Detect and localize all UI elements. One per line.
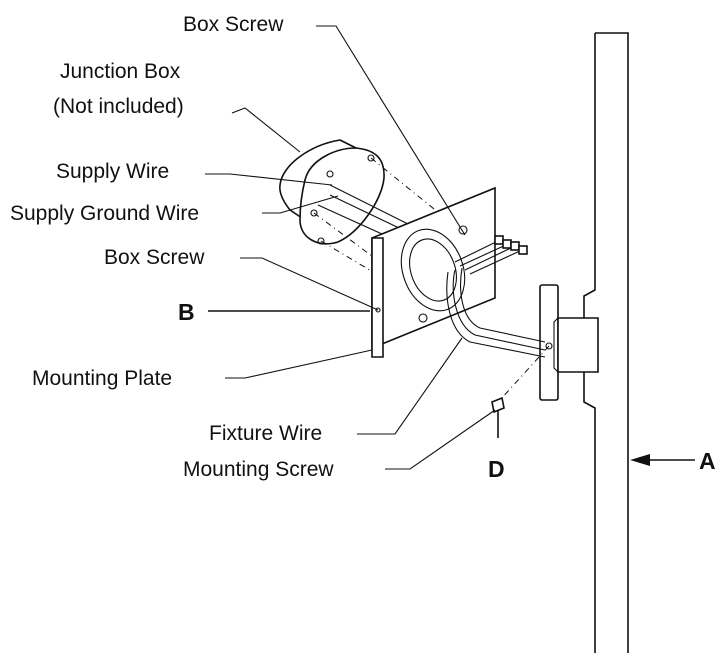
label-junction-box: Junction Box	[60, 60, 181, 83]
label-fixture-wire: Fixture Wire	[209, 422, 322, 445]
label-d: D	[488, 456, 505, 482]
label-b: B	[178, 299, 195, 325]
label-junction-box-note: (Not included)	[53, 95, 184, 118]
label-box-screw-side: Box Screw	[104, 246, 205, 269]
fixture-wires	[446, 235, 546, 358]
fixture-base	[539, 284, 599, 401]
mounting-screw	[491, 396, 505, 438]
label-a: A	[699, 448, 715, 474]
label-mounting-plate: Mounting Plate	[32, 367, 172, 390]
leader-lines	[205, 25, 695, 470]
junction-box	[279, 139, 385, 245]
label-supply-ground-wire: Supply Ground Wire	[10, 202, 199, 225]
label-supply-wire: Supply Wire	[56, 160, 169, 183]
mounting-plate	[371, 186, 496, 358]
label-mounting-screw: Mounting Screw	[183, 458, 334, 481]
label-box-screw-top: Box Screw	[183, 13, 284, 36]
